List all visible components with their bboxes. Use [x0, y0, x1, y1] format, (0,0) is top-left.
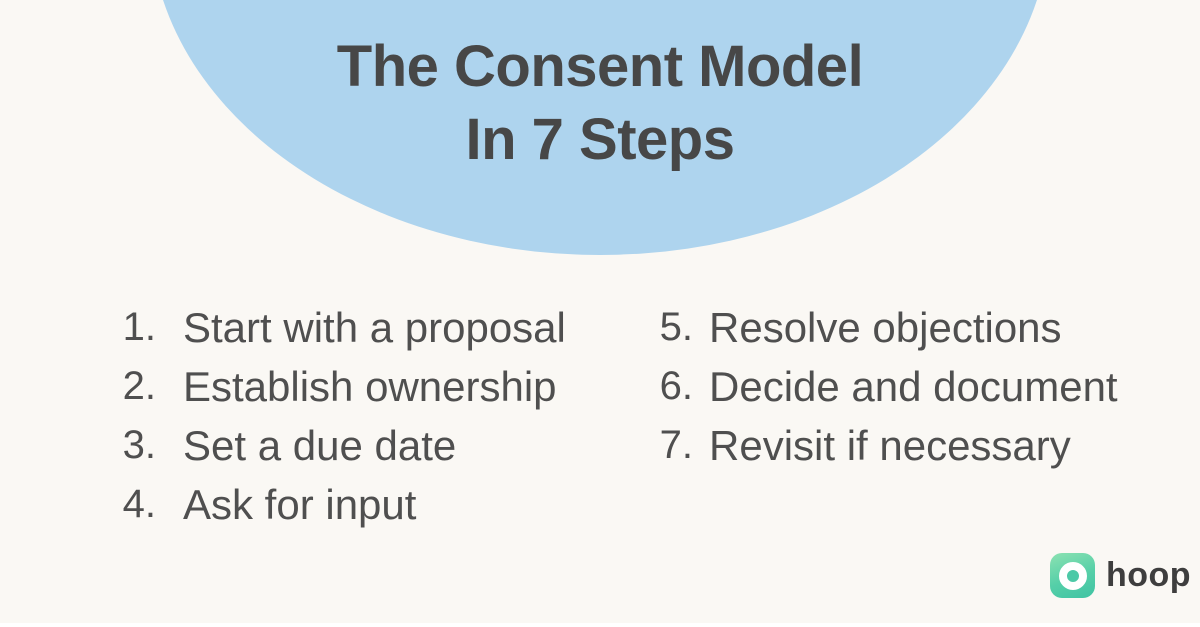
- step-number: 3.: [122, 423, 156, 467]
- steps-column-left: 1. Start with a proposal 2. Establish ow…: [100, 298, 566, 534]
- hoop-ring-icon: [1058, 561, 1087, 590]
- step-number: 6.: [659, 364, 693, 408]
- title-line-2: In 7 Steps: [465, 107, 735, 172]
- step-item-1: 1. Start with a proposal: [100, 298, 566, 357]
- step-item-4: 4. Ask for input: [100, 475, 566, 534]
- steps-column-right: 5. Resolve objections 6. Decide and docu…: [640, 298, 1118, 475]
- step-label: Ask for input: [183, 481, 417, 528]
- step-item-3: 3. Set a due date: [100, 416, 566, 475]
- step-number: 1.: [122, 305, 156, 349]
- step-number: 2.: [122, 364, 156, 408]
- step-label: Set a due date: [183, 422, 457, 469]
- hoop-logo-wordmark: hoop: [1106, 556, 1192, 594]
- step-item-2: 2. Establish ownership: [100, 357, 566, 416]
- step-number: 4.: [122, 482, 156, 526]
- step-item-7: 7. Revisit if necessary: [640, 416, 1118, 475]
- step-number: 5.: [659, 305, 693, 349]
- step-label: Revisit if necessary: [709, 422, 1071, 469]
- title-line-1: The Consent Model: [336, 34, 864, 99]
- step-label: Start with a proposal: [183, 304, 566, 351]
- step-item-6: 6. Decide and document: [640, 357, 1118, 416]
- step-number: 7.: [659, 423, 693, 467]
- page-title: The Consent Model In 7 Steps: [0, 30, 1200, 176]
- step-label: Decide and document: [709, 363, 1118, 410]
- step-label: Resolve objections: [709, 304, 1062, 351]
- hoop-logo: hoop: [1050, 553, 1191, 598]
- step-item-5: 5. Resolve objections: [640, 298, 1118, 357]
- hoop-logo-icon: [1050, 553, 1095, 598]
- bottom-edge-strip: [0, 623, 1200, 627]
- step-label: Establish ownership: [183, 363, 557, 410]
